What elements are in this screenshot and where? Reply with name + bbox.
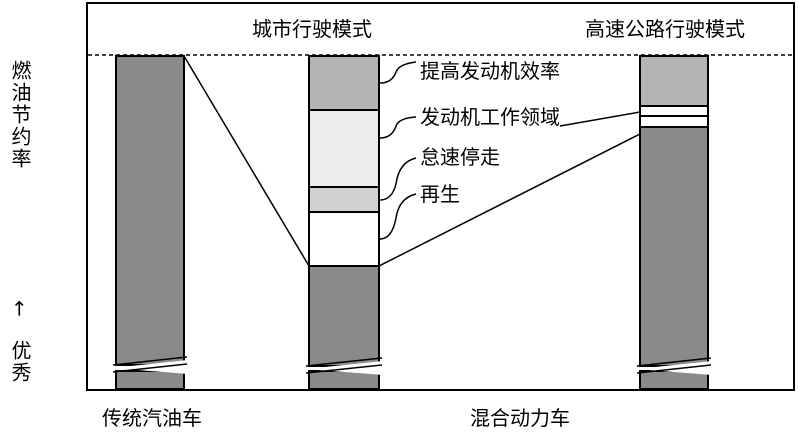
- conventional-base-segment: [115, 370, 185, 390]
- city-highway-line: [378, 133, 641, 267]
- conventional-car-bar: [112, 55, 188, 390]
- hybrid-city-break-mark: [305, 361, 383, 375]
- highway-segment-remaining: [639, 126, 709, 367]
- segment-remaining: [308, 265, 380, 367]
- segment-regeneration: [308, 211, 380, 267]
- hybrid-highway-bar: [636, 55, 712, 390]
- hybrid-city-bar: [305, 55, 383, 390]
- comparison-line: [183, 55, 310, 267]
- label-idle-stop: 怠速停走: [420, 145, 500, 169]
- conventional-main-segment: [115, 55, 185, 366]
- highway-segment-small: [639, 115, 709, 128]
- highway-mode-label: 高速公路行驶模式: [585, 17, 745, 41]
- conventional-break-mark: [112, 360, 188, 374]
- segment-engine-efficiency: [308, 55, 380, 111]
- label-regeneration: 再生: [420, 182, 460, 206]
- y-axis-better-label: 优秀: [8, 340, 32, 384]
- label-engine-efficiency: 提高发动机效率: [420, 59, 560, 83]
- diagram-frame: [86, 2, 795, 391]
- label-engine-operating-range: 发动机工作领域: [420, 105, 560, 129]
- segment-engine-operating-range: [308, 109, 380, 188]
- city-mode-label: 城市行驶模式: [252, 17, 372, 41]
- y-axis-fuel-saving-label: 燃油节约率: [8, 60, 32, 170]
- annotation-leaders: [379, 61, 641, 240]
- highway-segment-engine-efficiency: [639, 55, 709, 107]
- hybrid-car-label: 混合动力车: [470, 406, 570, 430]
- hybrid-highway-break-mark: [636, 361, 712, 375]
- segment-idle-stop: [308, 186, 380, 213]
- highway-segment-operating-range: [639, 105, 709, 117]
- y-axis-arrow: ←: [8, 300, 32, 317]
- conventional-car-label: 传统汽油车: [102, 406, 202, 430]
